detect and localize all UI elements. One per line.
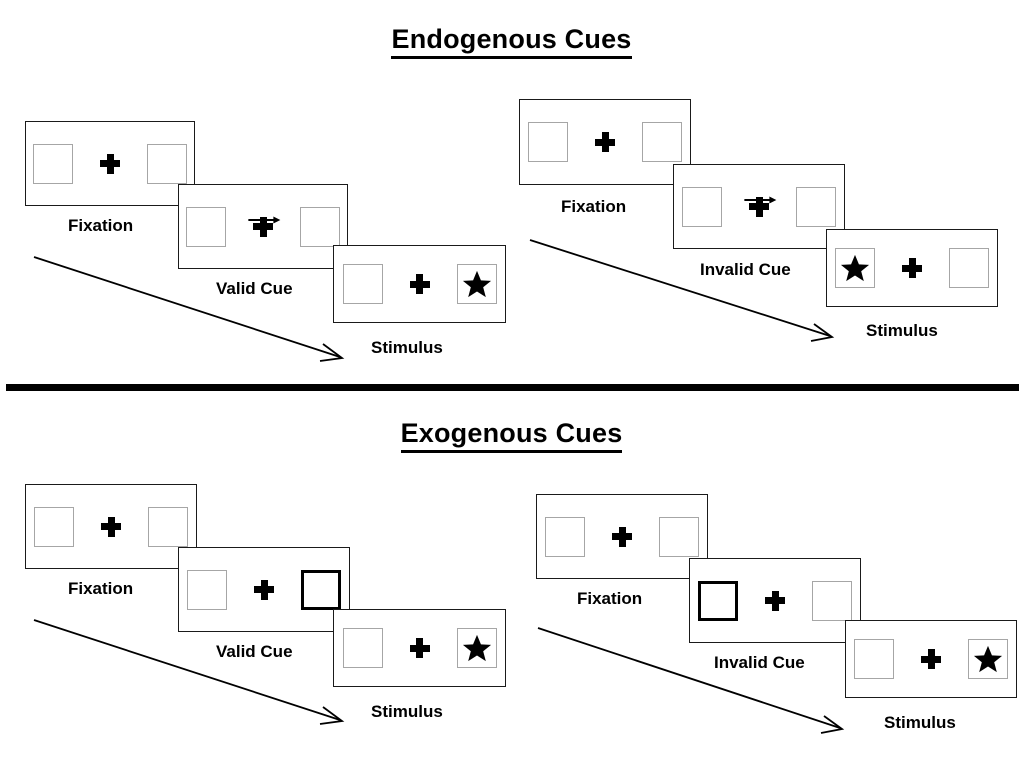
placeholder-box-left [33,143,73,184]
caption-exogenous-valid-fixation: Fixation [68,579,134,598]
placeholder-box-left [342,264,383,304]
plus-icon [744,196,777,218]
arrow-right-icon [744,196,777,203]
target-box-left [835,248,875,288]
section-title-endogenous-text: Endogenous Cues [391,24,632,59]
placeholder-box-right [796,186,836,227]
caption-endogenous-valid-fixation: Fixation [68,216,134,235]
target-box-right [456,628,497,668]
placeholder-box-right [147,143,187,184]
placeholder-box-right [148,506,188,547]
section-title-endogenous: Endogenous Cues [0,24,1023,59]
panel-endogenous-valid-stimulus [333,245,506,323]
caption-exogenous-invalid-stimulus: Stimulus [884,713,956,732]
placeholder-box-left [187,569,227,610]
placeholder-box-right [642,122,682,162]
caption-exogenous-valid-stimulus: Stimulus [371,702,443,721]
panel-endogenous-invalid-cue [673,164,845,249]
panel-endogenous-invalid-fixation [519,99,691,185]
caption-endogenous-invalid-fixation: Fixation [561,197,627,216]
section-title-exogenous-text: Exogenous Cues [400,418,623,453]
cue-box-left [698,580,738,621]
star-icon [973,645,1003,673]
caption-exogenous-invalid-fixation: Fixation [577,589,643,608]
placeholder-box-left [342,628,383,668]
placeholder-box-right [300,206,340,247]
caption-endogenous-valid-cue: Valid Cue [216,279,293,298]
placeholder-box-right [659,516,699,557]
panel-exogenous-invalid-cue [689,558,861,643]
panel-endogenous-invalid-stimulus [826,229,998,307]
placeholder-box-left [682,186,722,227]
panel-exogenous-valid-cue [178,547,350,632]
plus-icon [764,590,786,612]
section-divider [6,384,1019,391]
caption-exogenous-invalid-cue: Invalid Cue [714,653,805,672]
cue-box-right [301,569,341,610]
plus-icon [409,273,431,295]
placeholder-box-left [528,122,568,162]
target-box-right [456,264,497,304]
star-icon [462,634,491,662]
plus-icon [594,131,616,153]
caption-endogenous-invalid-cue: Invalid Cue [700,260,791,279]
placeholder-box-right [812,580,852,621]
plus-icon [100,516,122,538]
plus-icon [611,526,633,548]
diagonal-arrow-icon [529,239,835,342]
caption-exogenous-valid-cue: Valid Cue [216,642,293,661]
plus-icon [253,579,275,601]
diagonal-arrow-icon [33,256,345,362]
placeholder-box-left [854,639,894,679]
placeholder-box-right [949,248,989,288]
star-icon [840,254,870,282]
placeholder-box-left [34,506,74,547]
panel-exogenous-invalid-fixation [536,494,708,579]
panel-endogenous-valid-cue [178,184,348,269]
diagonal-arrow-icon [33,619,345,725]
plus-icon [920,648,942,670]
star-icon [462,270,491,298]
placeholder-box-left [186,206,226,247]
panel-exogenous-valid-fixation [25,484,197,569]
plus-icon [409,637,431,659]
plus-icon [99,153,121,175]
diagonal-arrow-icon [537,627,845,734]
panel-endogenous-valid-fixation [25,121,195,206]
target-box-right [968,639,1008,679]
caption-endogenous-invalid-stimulus: Stimulus [866,321,938,340]
panel-exogenous-invalid-stimulus [845,620,1017,698]
arrow-right-icon [248,216,281,223]
plus-icon [901,257,923,279]
plus-icon [248,216,281,238]
caption-endogenous-valid-stimulus: Stimulus [371,338,443,357]
panel-exogenous-valid-stimulus [333,609,506,687]
section-title-exogenous: Exogenous Cues [0,418,1023,453]
placeholder-box-left [545,516,585,557]
